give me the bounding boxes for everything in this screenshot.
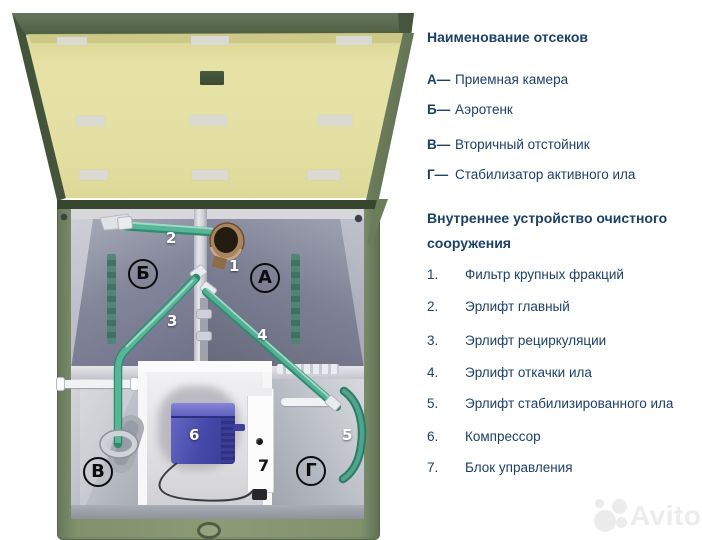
internal-number: 5. xyxy=(427,396,439,411)
lid-pad xyxy=(190,115,227,126)
compressor-lid xyxy=(171,403,235,418)
internal-item-6: 6. Компрессор xyxy=(427,429,541,444)
avito-logo-icon xyxy=(594,510,616,532)
compartment-name: Аэротенк xyxy=(455,102,513,117)
compartment-label-g: Г xyxy=(296,456,326,486)
lid-pad xyxy=(307,170,340,180)
lid-pad xyxy=(318,115,352,126)
compartment-key: Б— xyxy=(427,102,451,117)
pipe-fitting xyxy=(197,332,211,340)
elbow-opening xyxy=(100,430,138,458)
compartment-label-v: В xyxy=(83,457,113,487)
screw xyxy=(61,214,67,220)
control-unit-slot xyxy=(247,388,272,396)
avito-watermark: Avito xyxy=(586,497,702,539)
bottom-port xyxy=(197,522,221,539)
lid-tank-gap xyxy=(57,200,380,209)
lid-handle xyxy=(200,71,224,85)
internal-name: Компрессор xyxy=(465,429,541,444)
avito-logo-icon xyxy=(616,517,627,528)
internal-number: 3. xyxy=(427,333,439,348)
internal-number: 4. xyxy=(427,365,439,380)
internals-title: Внутреннее устройство очистного сооружен… xyxy=(427,210,668,251)
part-label-7: 7 xyxy=(258,456,270,475)
screw xyxy=(355,215,362,222)
compartment-item-v: В— Вторичный отстойник xyxy=(427,137,590,152)
internal-name: Блок управления xyxy=(465,460,573,475)
internal-number: 2. xyxy=(427,299,439,314)
part-label-4: 4 xyxy=(257,326,268,344)
compartment-label-b: Б xyxy=(128,259,158,289)
pipe-clamp xyxy=(324,394,342,412)
internal-name: Эрлифт рециркуляции xyxy=(465,333,607,348)
power-cable xyxy=(158,462,253,502)
lid-pad xyxy=(57,37,87,45)
avito-logo-icon xyxy=(612,499,627,514)
internal-number: 1. xyxy=(427,267,439,282)
equipment-rim xyxy=(138,361,272,372)
collector-pipe-left xyxy=(59,380,137,388)
compartments-title: Наименование отсеков xyxy=(427,29,589,45)
compartment-item-g: Г— Стабилизатор активного ила xyxy=(427,167,635,182)
pipes-overlay xyxy=(99,213,367,502)
part-label-5: 5 xyxy=(342,426,353,444)
internal-item-2: 2. Эрлифт главный xyxy=(427,299,570,314)
part-label-6: 6 xyxy=(189,426,200,444)
internal-item-1: 1. Фильтр крупных фракций xyxy=(427,267,624,282)
internal-item-3: 3. Эрлифт рециркуляции xyxy=(427,333,606,348)
collector-pipe-right xyxy=(281,398,337,406)
lid-pad xyxy=(191,36,229,45)
aerator-strip-right xyxy=(291,254,300,344)
lid-pad xyxy=(192,170,228,180)
part-label-3: 3 xyxy=(167,312,178,330)
avito-watermark-text: Avito xyxy=(630,500,702,531)
compartment-item-a: А— Приемная камера xyxy=(427,72,568,87)
lid-pad xyxy=(336,36,372,45)
weir-comb xyxy=(277,364,339,374)
lid-top-band xyxy=(12,13,414,36)
internal-number: 7. xyxy=(427,460,439,475)
internal-item-4: 4. Эрлифт откачки ила xyxy=(427,365,592,380)
internal-number: 6. xyxy=(427,429,439,444)
floor-shadow xyxy=(71,505,364,519)
septic-tank-diagram: Б А В Г 1 2 3 4 5 6 7 xyxy=(12,13,414,540)
pipe-clamp xyxy=(117,215,133,231)
compartment-name: Вторичный отстойник xyxy=(455,137,590,152)
compressor xyxy=(171,418,235,464)
equipment-wall-left xyxy=(138,361,147,515)
pipe-cap xyxy=(131,378,138,390)
pipe-cap xyxy=(57,378,64,390)
aerator-strip-left xyxy=(107,254,116,344)
internal-name: Эрлифт главный xyxy=(465,299,570,314)
compartment-name: Приемная камера xyxy=(455,72,569,87)
internal-name: Эрлифт откачки ила xyxy=(465,365,592,380)
internal-item-5: 5. Эрлифт стабилизированного ила xyxy=(427,396,673,411)
internal-name: Фильтр крупных фракций xyxy=(465,267,624,282)
legend-panel: Наименование отсеков А— Приемная камера Б… xyxy=(427,0,699,540)
part-label-1: 1 xyxy=(229,257,240,275)
lid-pad xyxy=(79,170,108,180)
part-label-2: 2 xyxy=(166,229,177,247)
compartment-key: Г— xyxy=(427,167,449,182)
avito-logo-icon xyxy=(595,499,604,508)
compartment-key: А— xyxy=(427,72,451,87)
compartment-label-a: А xyxy=(250,263,280,293)
control-unit-connector xyxy=(252,489,267,500)
control-unit-button xyxy=(256,438,263,445)
compartment-name: Стабилизатор активного ила xyxy=(455,167,636,182)
compartment-item-b: Б— Аэротенк xyxy=(427,102,513,117)
filter-bracket xyxy=(211,255,228,270)
internal-item-7: 7. Блок управления xyxy=(427,460,573,475)
lid-pad xyxy=(76,116,105,126)
pipe-fitting xyxy=(197,310,211,318)
compressor-outlet xyxy=(233,424,245,431)
internal-name: Эрлифт стабилизированного ила xyxy=(465,396,674,411)
compartment-key: В— xyxy=(427,137,451,152)
